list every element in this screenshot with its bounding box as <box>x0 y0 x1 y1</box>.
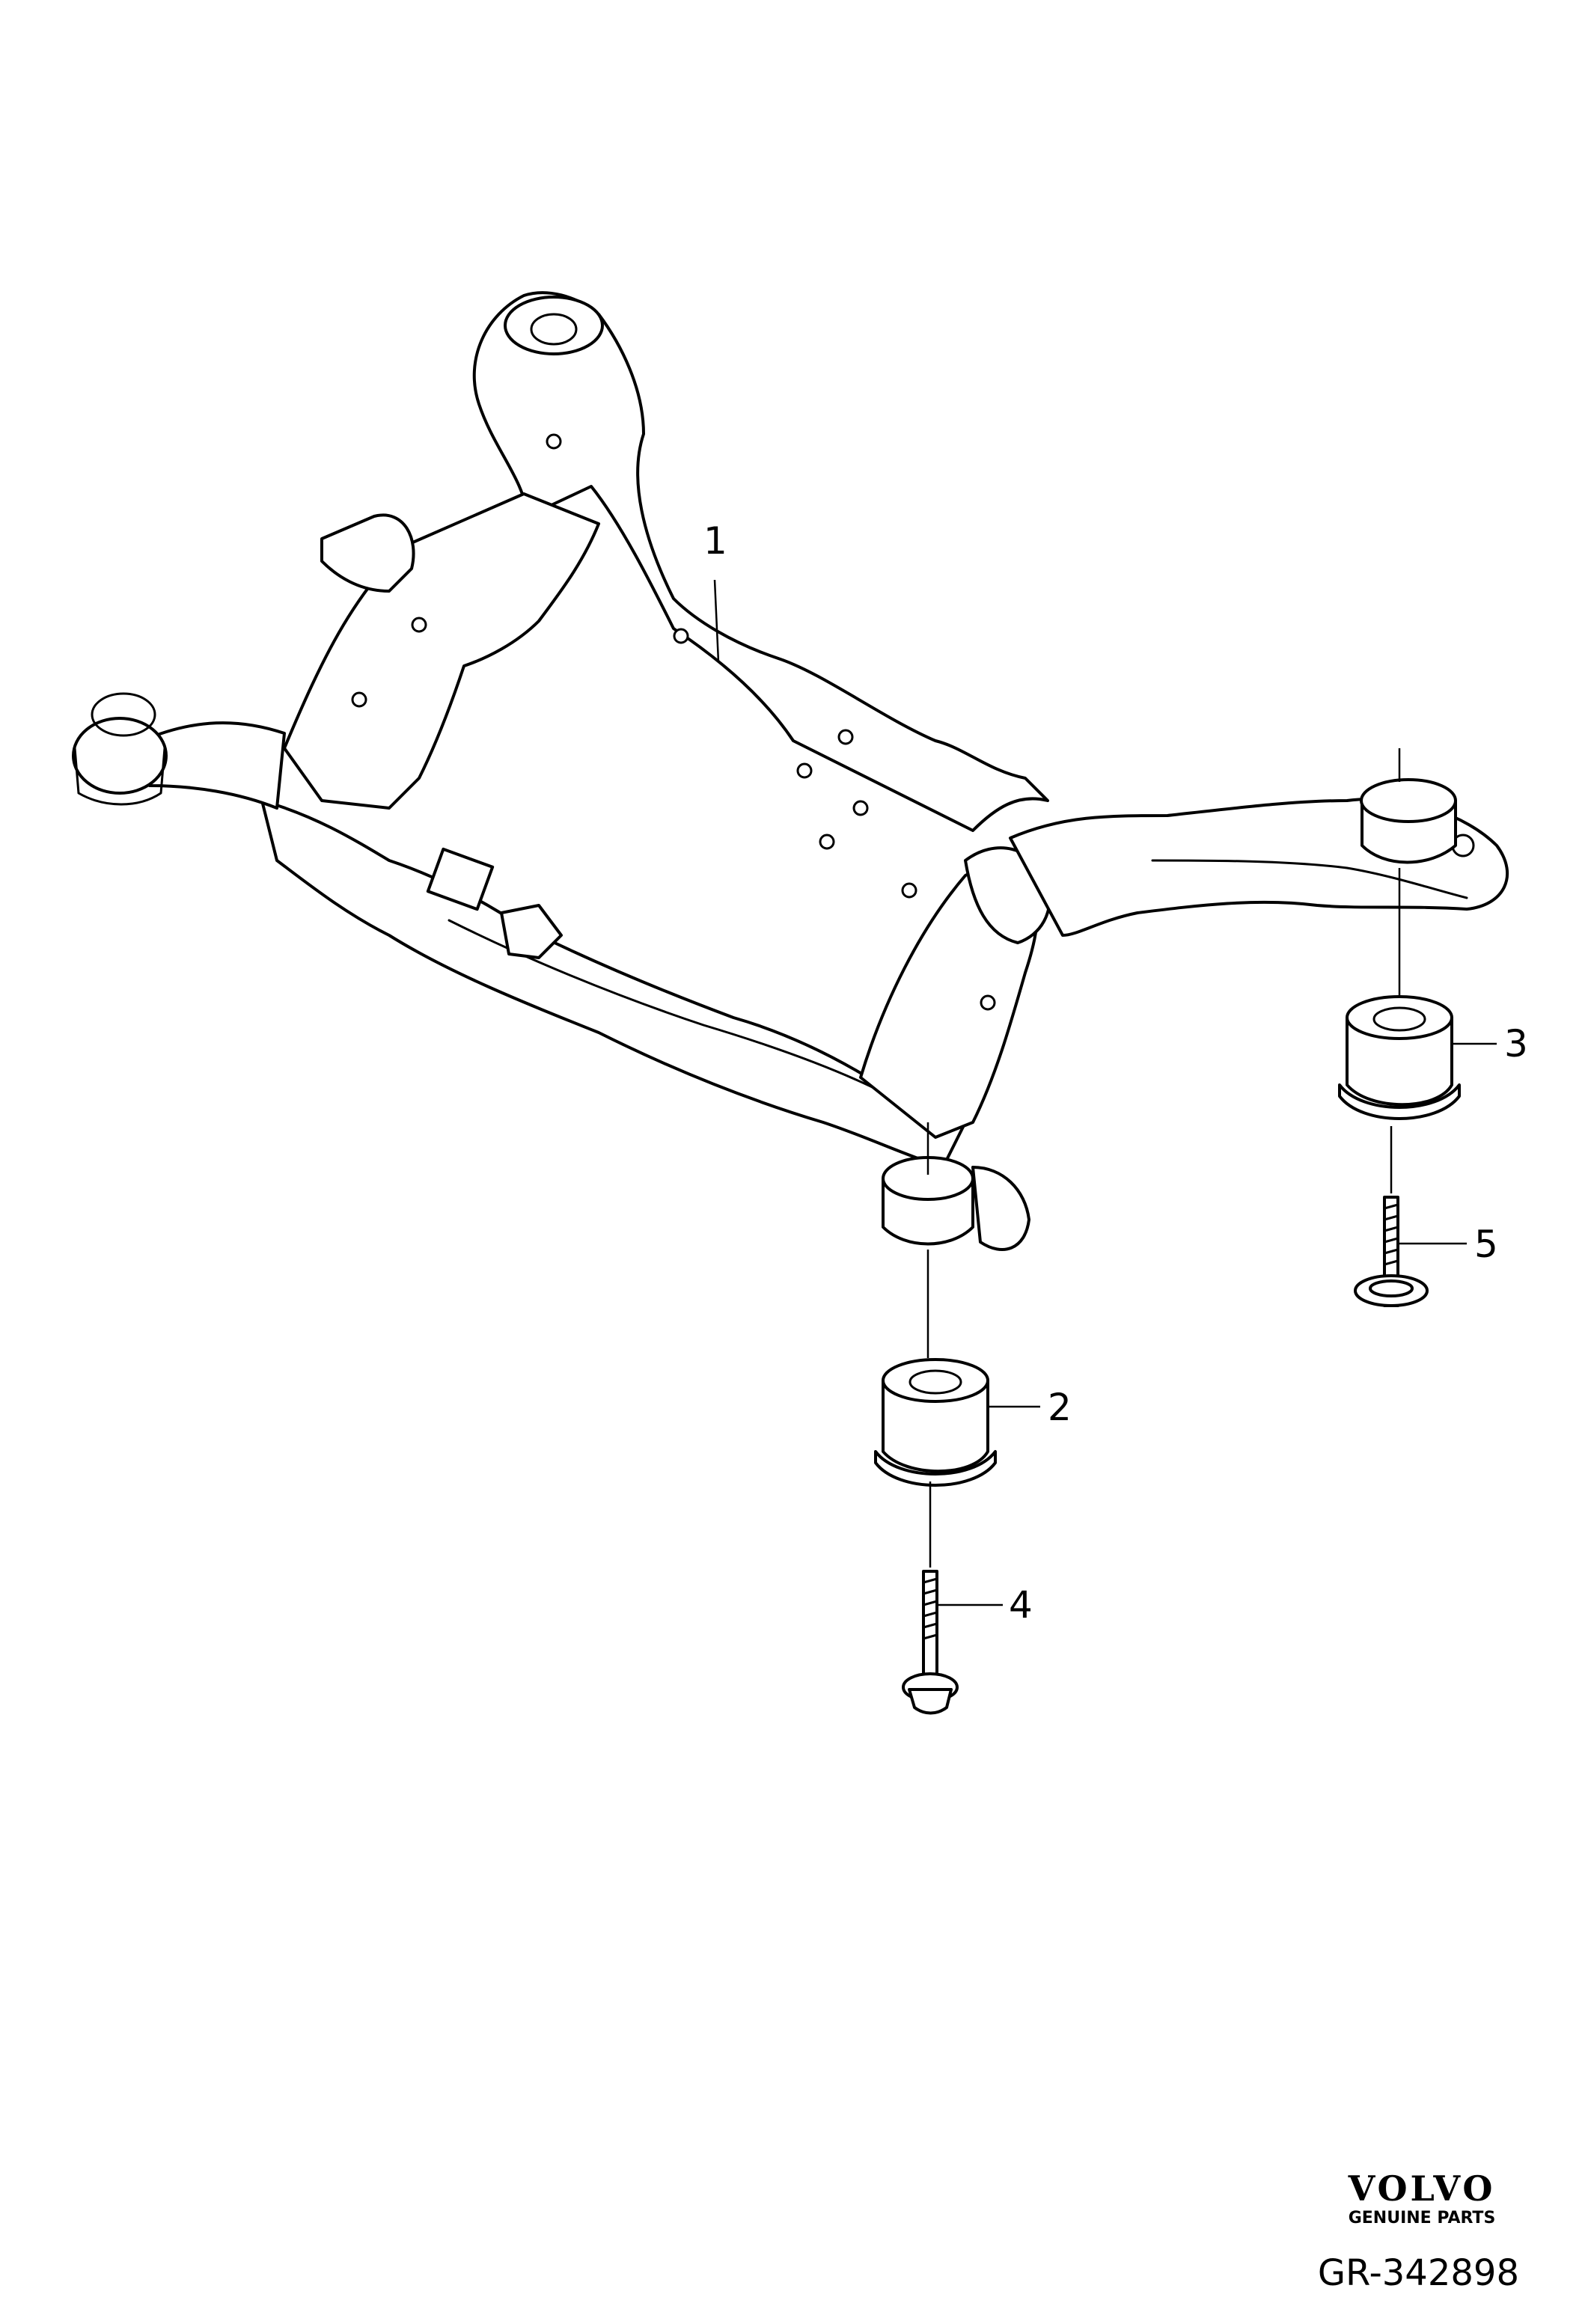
hole <box>796 762 813 779</box>
brand-logo-text: VOLVO <box>1348 2168 1496 2209</box>
subframe-left-crossmember <box>283 492 600 810</box>
drawing-number: GR-342898 <box>1317 2252 1519 2294</box>
bolt-part-4[interactable] <box>902 1570 959 1715</box>
rear-mount-sleeve <box>1360 778 1457 864</box>
front-tube-clip <box>426 847 495 911</box>
left-front-bushing-side <box>73 747 166 806</box>
rear-arm-bushing-inner <box>530 313 578 346</box>
hole <box>980 994 996 1011</box>
bolt-part-5[interactable] <box>1354 1196 1429 1307</box>
left-front-eye-arm <box>141 721 286 810</box>
rear-arm-bushing-top <box>504 296 604 355</box>
callout-3: 3 <box>1504 1022 1528 1065</box>
hole <box>852 800 869 816</box>
bushing-part-3[interactable] <box>1338 995 1461 1120</box>
hole <box>837 729 854 745</box>
hole <box>901 882 917 899</box>
callout-2: 2 <box>1048 1386 1072 1429</box>
hole <box>351 691 367 708</box>
hole <box>546 433 562 450</box>
subframe-front-tube <box>260 799 967 1169</box>
callout-1: 1 <box>703 519 727 563</box>
right-arm-crease <box>1151 859 1468 899</box>
left-mount-bracket <box>320 513 415 593</box>
assembly-axis-lines <box>926 748 1401 1568</box>
hole <box>411 617 427 633</box>
subframe-part-1[interactable] <box>72 291 1509 1169</box>
hole <box>673 628 689 644</box>
callout-5: 5 <box>1474 1223 1498 1266</box>
leader-lines <box>713 579 1497 1606</box>
left-front-bushing-inner <box>91 692 156 737</box>
leader-1 <box>713 579 720 663</box>
callout-labels: 1 2 3 4 5 <box>703 519 1528 1627</box>
callout-4: 4 <box>1009 1583 1033 1627</box>
brand-tagline: GENUINE PARTS <box>1348 2209 1496 2227</box>
volvo-genuine-parts-logo: VOLVO GENUINE PARTS <box>1325 2170 1519 2230</box>
front-tube-nut <box>500 904 563 959</box>
bushing-part-2[interactable] <box>874 1358 997 1487</box>
hole <box>819 834 835 850</box>
front-mount-sleeve <box>882 1156 1030 1251</box>
left-front-bushing <box>72 717 168 795</box>
